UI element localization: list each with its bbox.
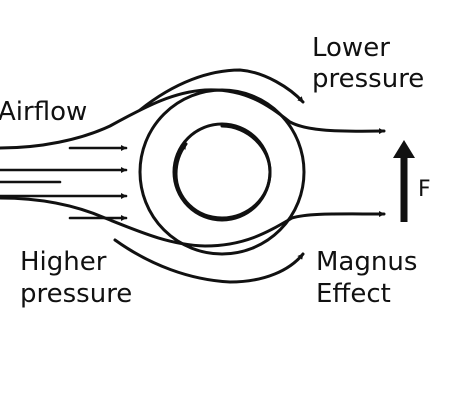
rotation-arrow (174, 124, 272, 220)
higher-pressure-label-line1: Higher (20, 247, 107, 277)
lower-pressure-label-line1: Lower (312, 33, 390, 63)
higher-pressure-label-line2: pressure (20, 279, 132, 309)
force-label: F (418, 177, 431, 202)
lower-streamline (0, 196, 386, 248)
magnus-effect-label-line2: Effect (316, 279, 391, 309)
upper-streamline (0, 88, 386, 150)
ball-outer-circle (138, 88, 306, 256)
magnus-effect-label-line1: Magnus (316, 247, 417, 277)
top-flow-arrow (138, 68, 305, 112)
lower-pressure-label-line2: pressure (312, 64, 424, 94)
bottom-flow-arrow (113, 238, 305, 284)
force-arrow-head (393, 140, 415, 158)
airflow-label: Airflow (0, 97, 87, 127)
